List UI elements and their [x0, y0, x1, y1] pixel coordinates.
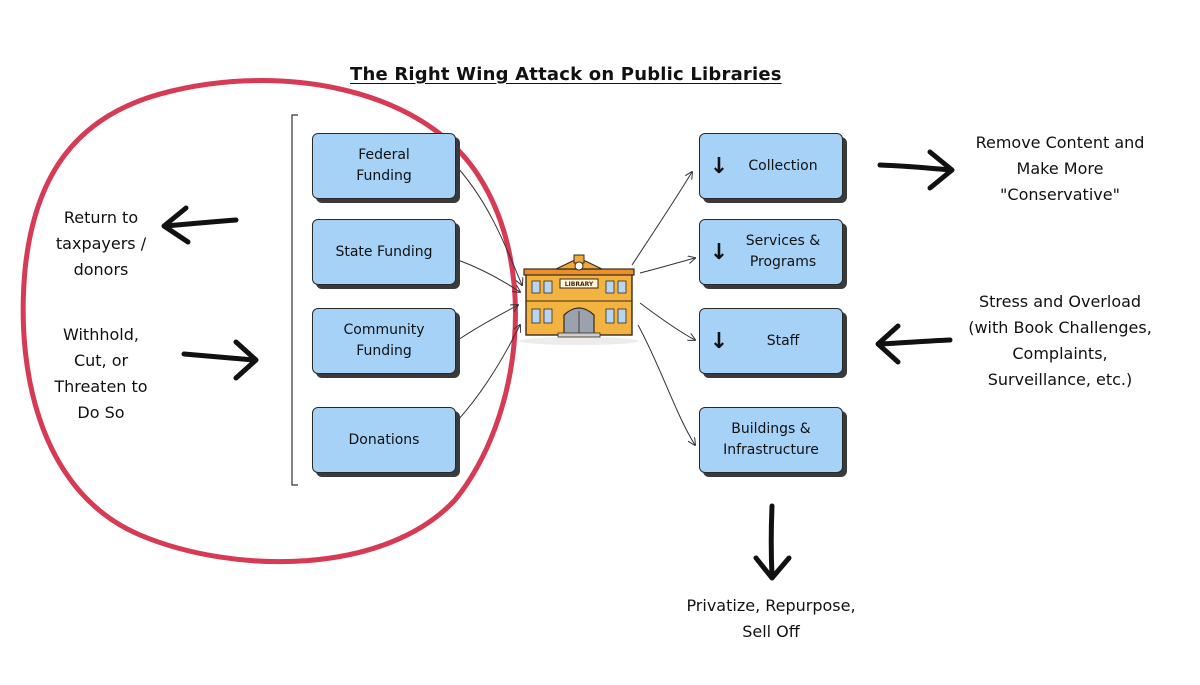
down-arrow-icon: ↓	[709, 328, 729, 354]
funding-box-state: State Funding	[312, 219, 456, 285]
impact-connectors	[631, 172, 695, 445]
impact-box-buildings: Buildings & Infrastructure	[699, 407, 843, 473]
down-arrow-icon: ↓	[709, 153, 729, 179]
note-withhold: Withhold, Cut, or Threaten to Do So	[54, 325, 148, 422]
funding-bracket	[291, 114, 298, 486]
impact-box-staff: ↓ Staff	[699, 308, 843, 374]
note-privatize: Privatize, Repurpose, Sell Off	[686, 596, 856, 641]
impact-box-services: ↓ Services & Programs	[699, 219, 843, 285]
arrow-left-stress-icon	[875, 323, 953, 365]
note-remove-content: Remove Content and Make More "Conservati…	[975, 133, 1145, 204]
arrow-right-content-icon	[877, 149, 955, 191]
down-arrow-icon: ↓	[709, 239, 729, 265]
connector-staff	[639, 302, 695, 340]
connector-community	[457, 305, 518, 341]
diagram-title: The Right Wing Attack on Public Librarie…	[350, 64, 782, 85]
funding-label: Donations	[348, 431, 420, 448]
connector-state	[457, 259, 520, 292]
funding-box-community: Community Funding	[312, 308, 456, 374]
svg-text:LIBRARY: LIBRARY	[565, 281, 594, 288]
note-return: Return to taxpayers / donors	[55, 208, 147, 279]
impact-label: Buildings & Infrastructure	[723, 421, 819, 458]
connector-federal	[457, 167, 522, 285]
impact-label: Staff	[766, 332, 800, 349]
funding-label: State Funding	[335, 243, 433, 260]
arrow-down-privatize-icon	[753, 503, 792, 581]
note-stress: Stress and Overload (with Book Challenge…	[968, 292, 1152, 389]
impact-box-collection: ↓ Collection	[699, 133, 843, 199]
connector-collection	[631, 172, 692, 266]
emphasis-circle	[20, 78, 518, 565]
funding-connectors	[457, 167, 522, 421]
connector-services	[639, 258, 695, 274]
impact-label: Services & Programs	[745, 233, 821, 270]
arrow-right-withhold-icon	[181, 339, 259, 381]
arrow-left-return-icon	[161, 205, 239, 245]
funding-label: Federal Funding	[356, 147, 412, 184]
funding-label: Community Funding	[343, 322, 425, 359]
connector-donations	[457, 325, 520, 421]
library-building-icon: LIBRARY	[519, 254, 639, 345]
funding-box-federal: Federal Funding	[312, 133, 456, 199]
impact-label: Collection	[748, 157, 818, 174]
funding-box-donations: Donations	[312, 407, 456, 473]
connector-buildings	[637, 324, 695, 445]
